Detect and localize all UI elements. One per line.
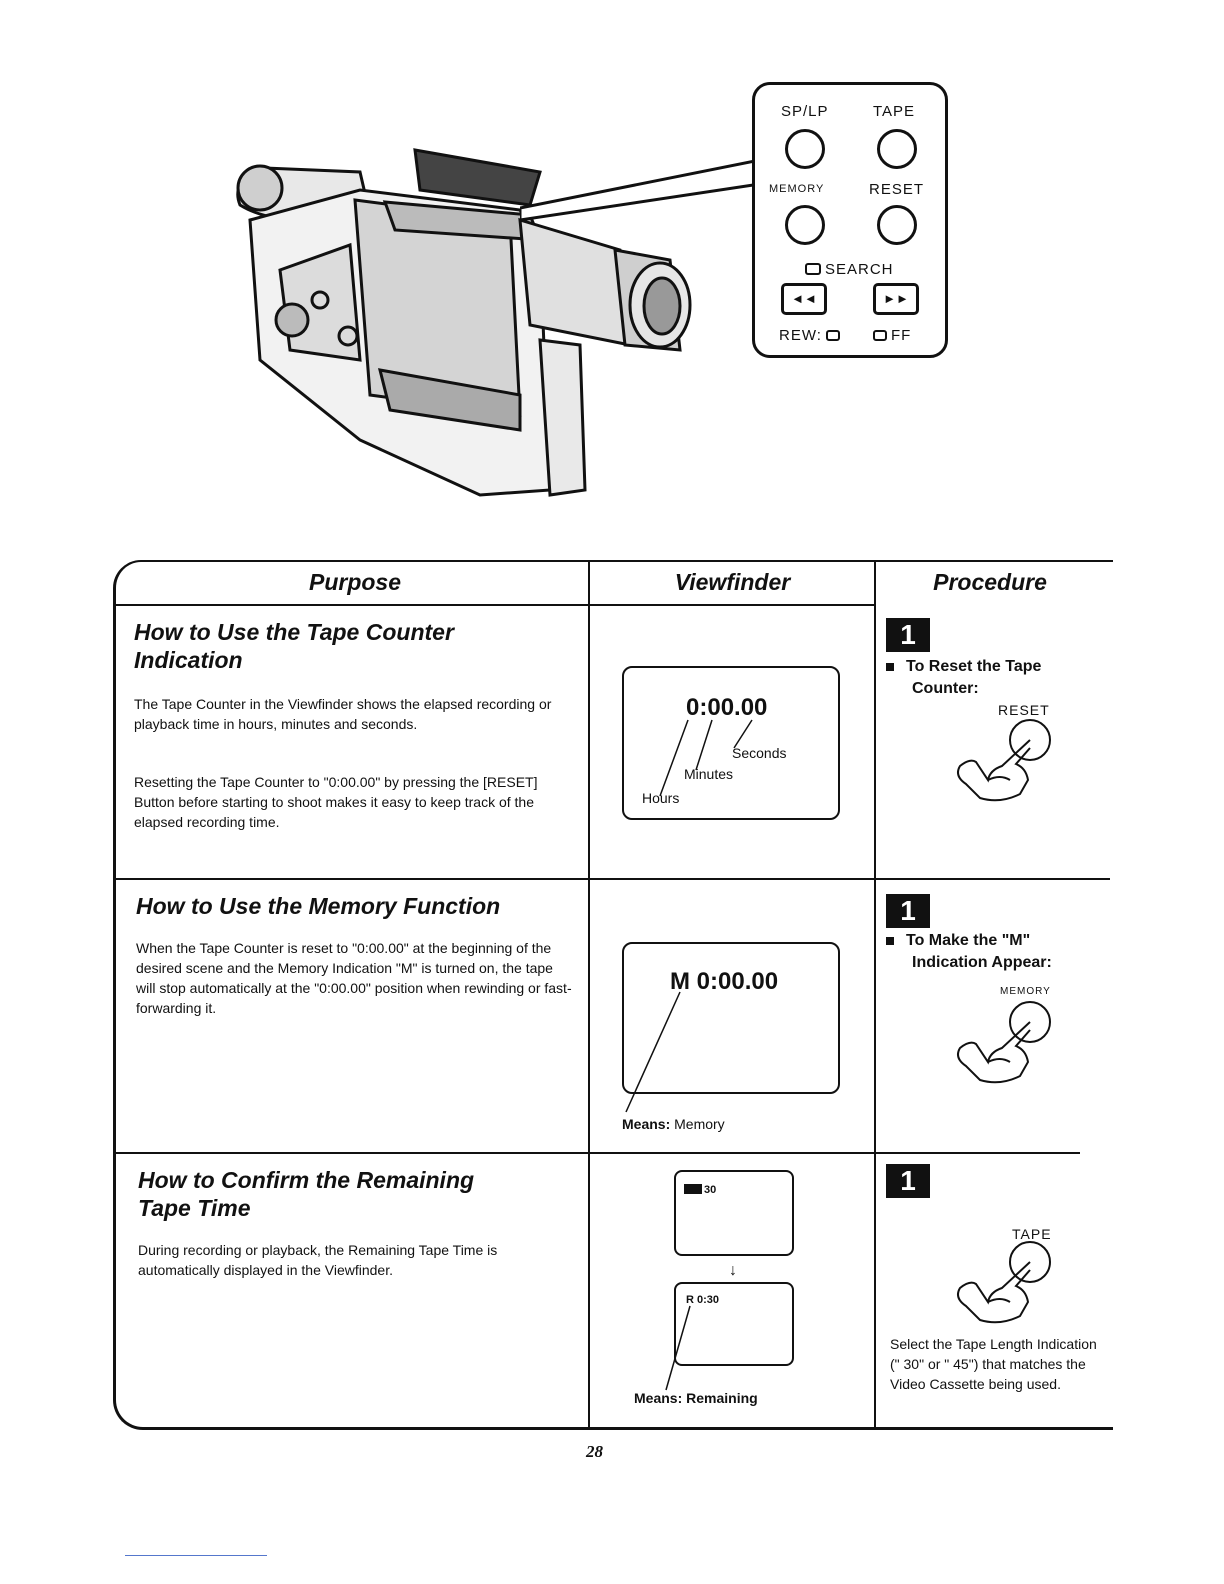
row3-step-badge: 1 [886,1164,930,1198]
reset-button[interactable] [877,205,917,245]
viewfinder-screen-memory [622,942,840,1094]
viewfinder-screen-tape-length [674,1170,794,1256]
memory-caption: Means: Memory [622,1116,725,1132]
callout-pointer [520,160,760,222]
row1-title: How to Use the Tape Counter Indication [134,619,454,673]
row1-body-1: The Tape Counter in the Viewfinder shows… [134,696,552,732]
tape-label: TAPE [873,103,916,120]
minutes-label: Minutes [684,766,734,782]
splp-label: SP/LP [781,103,829,120]
viewfinder-screen-counter [622,666,840,820]
row3-button-label: TAPE [1012,1226,1052,1242]
hours-label: Hours [642,790,680,806]
seconds-label: Seconds [732,745,787,761]
search-icon [805,263,821,275]
memory-leader-line [625,991,681,1113]
row2-body: When the Tape Counter is reset to "0:00.… [136,940,572,1016]
remaining-leader-line [665,1305,691,1391]
row2-hand-pressing-icon [957,1001,1051,1084]
row1-step-badge: 1 [886,618,930,652]
fast-forward-button[interactable]: ►► [873,283,919,315]
row3-body: During recording or playback, the Remain… [138,1242,498,1278]
column-divider-2 [874,560,876,1428]
row3-title: How to Confirm the Remaining Tape Time [138,1167,475,1221]
viewfinder-memory-time: M 0:00.00 [670,968,779,995]
row1-button-label: RESET [998,702,1050,718]
rew-label: REW: [779,327,840,344]
ff-icon [873,330,887,341]
feature-table [113,560,1113,1430]
row2-title: How to Use the Memory Function [136,893,501,919]
cassette-icon [684,1184,702,1194]
viewfinder-screen-remaining [674,1282,794,1366]
row3-proc-note: Select the Tape Length Indication (" 30"… [890,1336,1097,1392]
row2-step-badge: 1 [886,894,930,928]
row-divider-1 [115,878,1110,880]
rewind-icon [825,330,840,341]
rewind-button[interactable]: ◄◄ [781,283,827,315]
splp-button[interactable] [785,129,825,169]
tape-length-display: 30 [684,1184,716,1196]
row1-hand-pressing-icon [957,719,1051,802]
column-divider-1 [588,560,590,1428]
footer-rule [125,1555,267,1556]
row3-hand-pressing-icon [957,1241,1051,1324]
memory-label: MEMORY [769,183,825,195]
memory-button[interactable] [785,205,825,245]
header-purpose: Purpose [308,569,402,595]
row2-button-label: MEMORY [1000,986,1051,997]
search-label: SEARCH [805,261,894,278]
viewfinder-counter-time: 0:00.00 [686,694,768,721]
remaining-caption: Means: Remaining [634,1390,758,1406]
ff-label: FF [873,327,911,344]
row1-body-2: Resetting the Tape Counter to "0:00.00" … [134,774,538,830]
header-procedure: Procedure [933,569,1047,595]
button-callout-panel: SP/LP TAPE MEMORY RESET SEARCH ◄◄ ►► REW… [752,82,948,358]
remaining-time-display: R 0:30 [686,1294,720,1306]
row2-proc-heading: To Make the "M" Indication Appear: [886,930,1052,974]
header-divider [115,604,875,606]
row-divider-2 [115,1152,1080,1154]
counter-leader-lines [659,719,753,797]
reset-label: RESET [869,181,925,198]
tape-button[interactable] [877,129,917,169]
down-arrow-icon: ↓ [729,1262,737,1279]
row1-proc-heading: To Reset the Tape Counter: [886,656,1041,700]
header-viewfinder: Viewfinder [674,569,791,595]
page-number: 28 [586,1442,603,1461]
